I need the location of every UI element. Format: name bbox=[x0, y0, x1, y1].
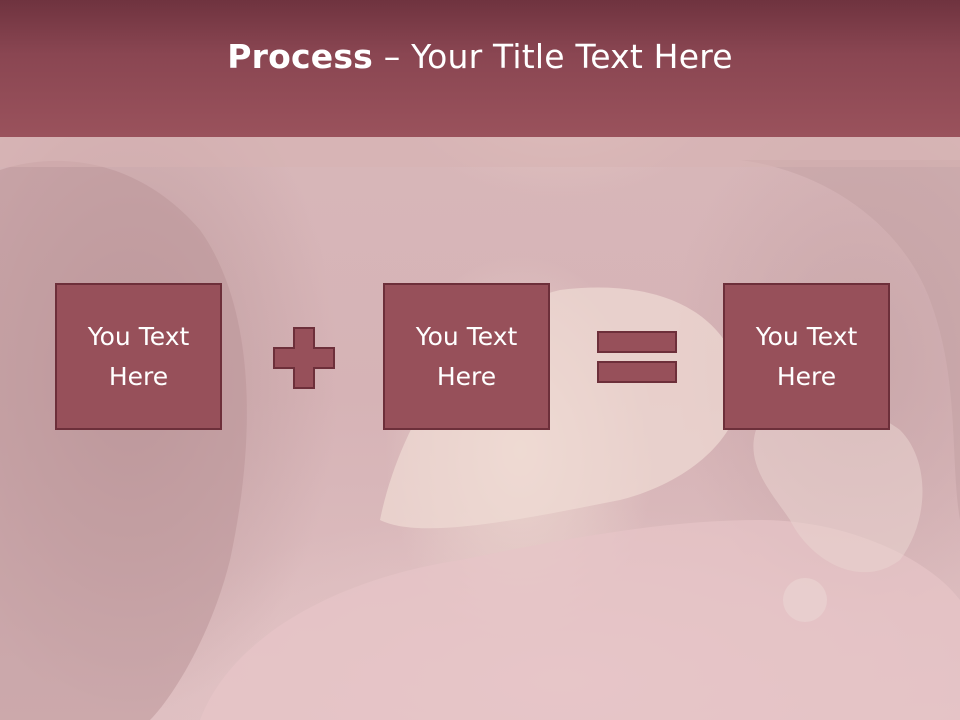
slide-title-bold: Process bbox=[227, 37, 374, 76]
equals-icon bbox=[597, 331, 677, 383]
slide-title[interactable]: Process – Your Title Text Here bbox=[227, 37, 733, 76]
title-bar: Process – Your Title Text Here bbox=[0, 0, 960, 137]
process-box-3[interactable]: You Text Here bbox=[723, 283, 890, 430]
process-box-2[interactable]: You Text Here bbox=[383, 283, 550, 430]
process-box-1[interactable]: You Text Here bbox=[55, 283, 222, 430]
slide-title-rest: – Your Title Text Here bbox=[373, 37, 733, 76]
plus-icon bbox=[273, 327, 335, 389]
title-underband bbox=[0, 137, 960, 167]
